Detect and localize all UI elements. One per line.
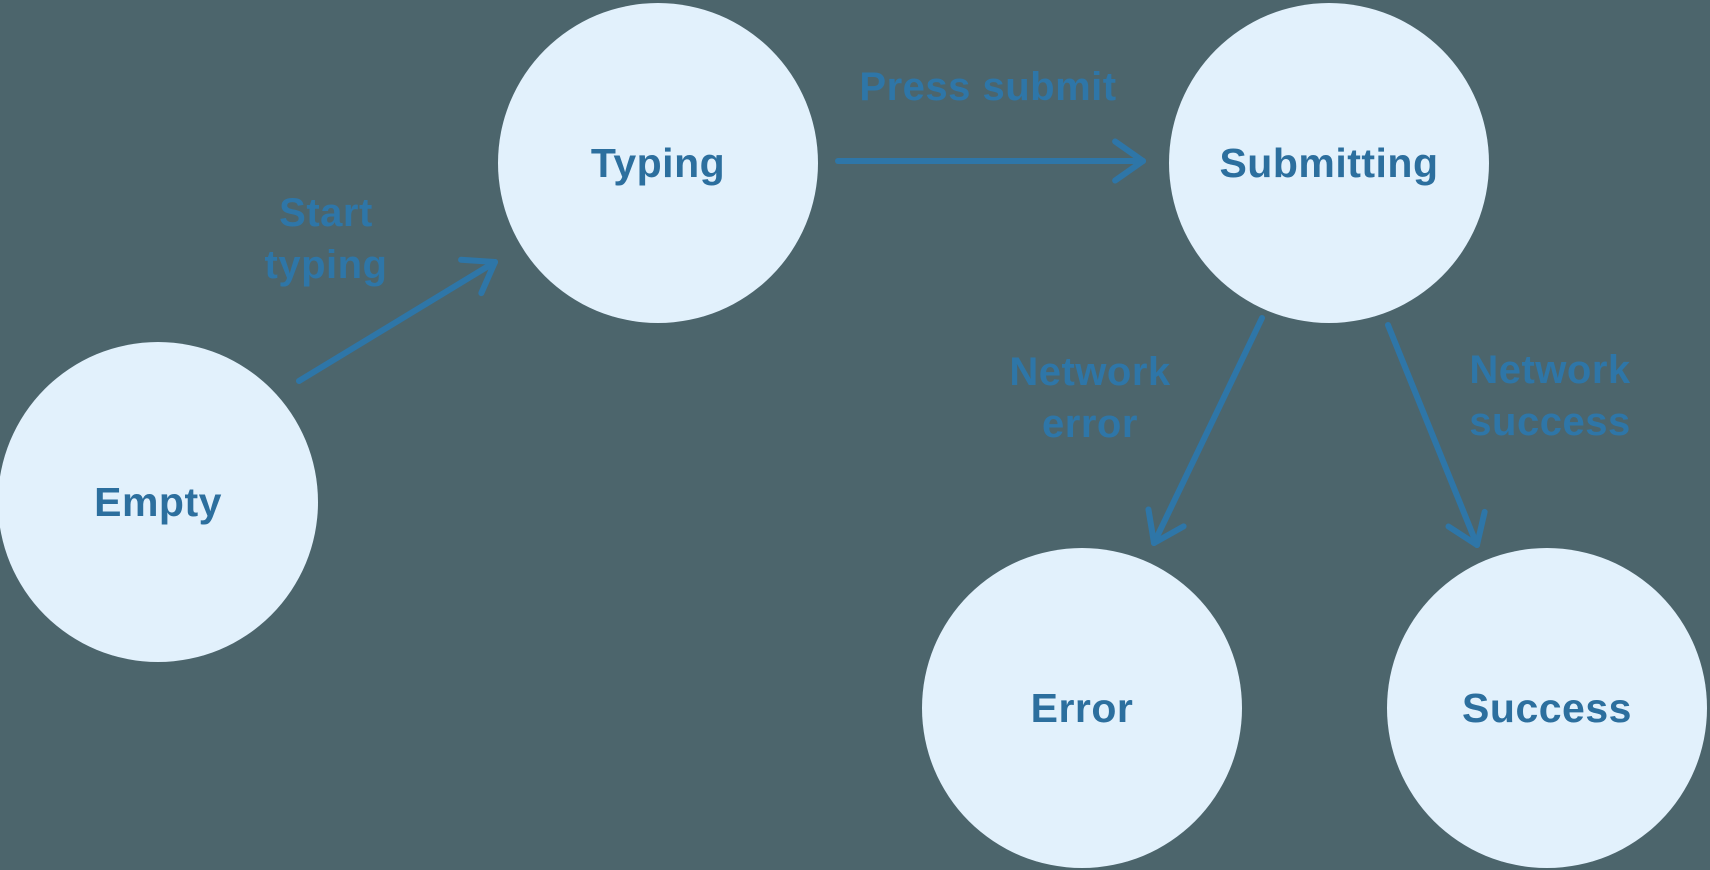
transition-arrow-network-success xyxy=(1385,322,1480,548)
transition-label-line: Network xyxy=(1469,348,1631,392)
transition-arrow-network-error xyxy=(1151,315,1265,546)
arrowhead-icon-network-success-lower xyxy=(1474,508,1488,548)
transition-arrow-start-typing xyxy=(296,259,498,384)
transition-label-start-typing: Start typing xyxy=(265,187,388,291)
state-node-error: Error xyxy=(922,548,1242,868)
transition-label-line: Network xyxy=(1009,350,1171,394)
transition-label-line: Press submit xyxy=(859,65,1117,109)
state-label-submitting: Submitting xyxy=(1219,139,1439,186)
state-node-submitting: Submitting xyxy=(1169,3,1489,323)
arrowhead-icon-network-success-upper xyxy=(1445,523,1480,548)
arrowhead-icon-press-submit-upper xyxy=(1112,158,1146,184)
transition-label-network-error: Network error xyxy=(1009,346,1170,450)
state-node-typing: Typing xyxy=(498,3,818,323)
state-label-error: Error xyxy=(1030,684,1134,731)
transition-label-line: typing xyxy=(264,243,388,287)
state-label-success: Success xyxy=(1462,684,1632,731)
transition-label-line: Start xyxy=(279,191,373,235)
arrowhead-icon-start-typing-upper xyxy=(478,259,498,297)
transition-label-network-success: Network success xyxy=(1469,344,1630,448)
transition-label-line: success xyxy=(1469,400,1631,444)
arrowhead-icon-start-typing-lower xyxy=(458,256,498,265)
transition-label-line: error xyxy=(1042,402,1138,446)
arrowhead-icon-press-submit-lower xyxy=(1112,138,1146,164)
state-node-success: Success xyxy=(1387,548,1707,868)
state-label-typing: Typing xyxy=(590,139,726,186)
state-label-empty: Empty xyxy=(94,478,222,525)
state-node-empty: Empty xyxy=(0,342,318,662)
transition-label-press-submit: Press submit xyxy=(859,61,1116,113)
arrowhead-icon-network-error-upper xyxy=(1145,506,1157,546)
arrowhead-icon-network-error-lower xyxy=(1151,523,1187,546)
